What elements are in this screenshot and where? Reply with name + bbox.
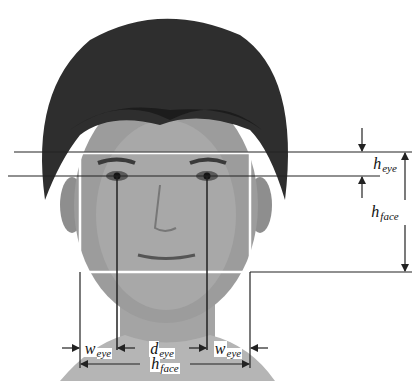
- face-height-label: h: [370, 204, 380, 220]
- eye-distance-label: d: [149, 341, 159, 357]
- eye-width-label: w: [214, 341, 227, 357]
- eye-distance-label-subscript: eye: [159, 348, 175, 359]
- eye-height-label-subscript: eye: [382, 163, 398, 174]
- face-height-label-subscript: face: [380, 211, 399, 222]
- eye-height-label: h: [372, 156, 382, 172]
- eye-width-label-subscript: eye: [97, 348, 113, 359]
- eye-width-label-subscript: eye: [227, 348, 243, 359]
- eye-width-label: w: [84, 341, 97, 357]
- face-width-label-subscript: face: [160, 363, 179, 374]
- face-width-label: h: [150, 356, 160, 372]
